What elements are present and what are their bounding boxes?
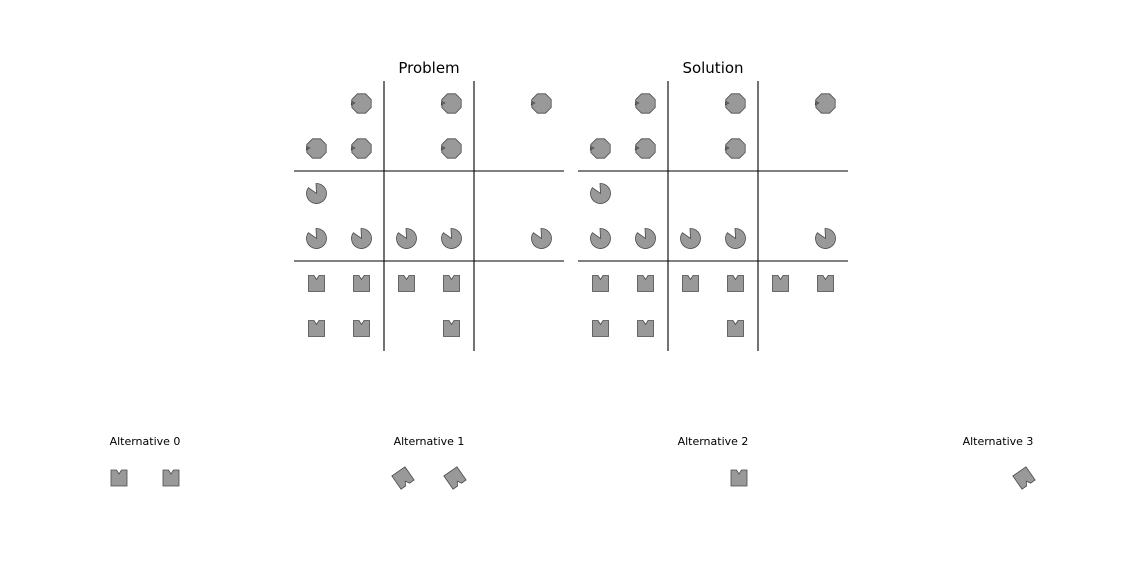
- solution-title: Solution: [682, 59, 743, 77]
- pacman-shape: [590, 183, 611, 204]
- notch-square-shape: [592, 320, 609, 337]
- notch-square-shape: [443, 320, 460, 337]
- octagon-shape: [530, 93, 552, 114]
- notch-square-shape: [162, 469, 180, 487]
- pacman-shape: [396, 228, 417, 249]
- notch-square-shape: [353, 275, 370, 292]
- notch-square-shape: [443, 466, 467, 490]
- notch-square-shape: [353, 320, 370, 337]
- octagon-shape: [305, 138, 327, 159]
- notch-square-shape: [443, 275, 460, 292]
- notch-square-shape: [727, 320, 744, 337]
- octagon-shape: [589, 138, 611, 159]
- pacman-shape: [635, 228, 656, 249]
- octagon-shape: [440, 93, 462, 114]
- pacman-shape: [680, 228, 701, 249]
- notch-square-shape: [592, 275, 609, 292]
- problem-grid: [294, 81, 564, 351]
- alternative-2-label: Alternative 2: [678, 435, 749, 448]
- notch-square-shape: [1012, 466, 1036, 490]
- octagon-shape: [350, 138, 372, 159]
- pacman-shape: [590, 228, 611, 249]
- alternative-0-option[interactable]: [110, 469, 180, 487]
- octagon-shape: [440, 138, 462, 159]
- pacman-shape: [306, 183, 327, 204]
- notch-square-shape: [637, 320, 654, 337]
- notch-square-shape: [637, 275, 654, 292]
- notch-square-shape: [308, 275, 325, 292]
- pacman-shape: [815, 228, 836, 249]
- notch-square-shape: [398, 275, 415, 292]
- notch-square-shape: [730, 469, 748, 487]
- pacman-shape: [306, 228, 327, 249]
- octagon-shape: [634, 138, 656, 159]
- alternative-2-option[interactable]: [730, 469, 748, 487]
- notch-square-shape: [727, 275, 744, 292]
- octagon-shape: [634, 93, 656, 114]
- pacman-shape: [531, 228, 552, 249]
- solution-grid: [578, 81, 848, 351]
- alternative-0-label: Alternative 0: [110, 435, 181, 448]
- pacman-shape: [725, 228, 746, 249]
- notch-square-shape: [772, 275, 789, 292]
- alternative-3-option[interactable]: [1012, 466, 1036, 490]
- notch-square-shape: [682, 275, 699, 292]
- notch-square-shape: [817, 275, 834, 292]
- octagon-shape: [350, 93, 372, 114]
- pacman-shape: [441, 228, 462, 249]
- notch-square-shape: [308, 320, 325, 337]
- alternative-3-label: Alternative 3: [963, 435, 1034, 448]
- alternative-1-label: Alternative 1: [394, 435, 465, 448]
- octagon-shape: [724, 138, 746, 159]
- alternative-1-option[interactable]: [391, 466, 467, 490]
- octagon-shape: [814, 93, 836, 114]
- octagon-shape: [724, 93, 746, 114]
- notch-square-shape: [110, 469, 128, 487]
- notch-square-shape: [391, 466, 415, 490]
- pacman-shape: [351, 228, 372, 249]
- problem-title: Problem: [398, 59, 459, 77]
